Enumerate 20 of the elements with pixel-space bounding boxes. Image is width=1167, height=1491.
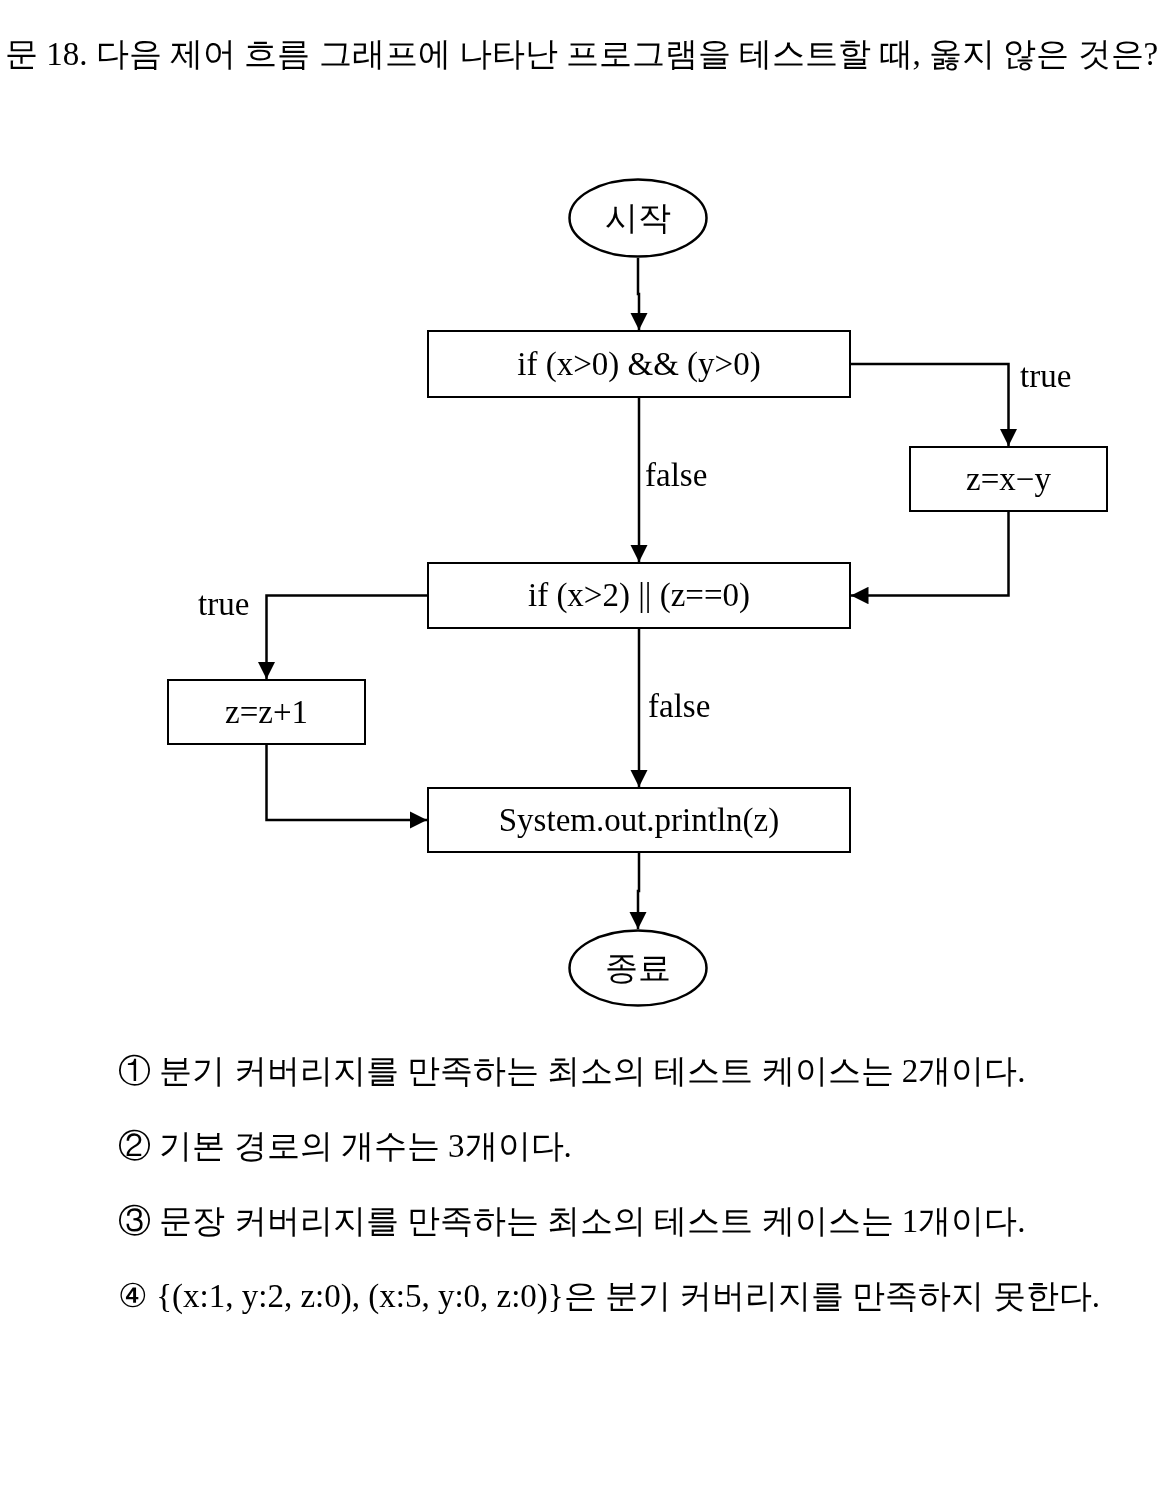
- arrow: [265, 745, 427, 829]
- answer-option: ② 기본 경로의 개수는 3개이다.: [118, 1109, 1163, 1184]
- answer-option: ④ {(x:1, y:2, z:0), (x:5, y:0, z:0)}은 분기 커버리지를 만족하지 못한다.: [118, 1259, 1163, 1334]
- answer-option: ③ 문장 커버리지를 만족하는 최소의 테스트 케이스는 1개이다.: [118, 1184, 1163, 1259]
- arrow: [630, 629, 648, 787]
- process-box: z=z+1: [167, 679, 366, 745]
- arrow: [629, 853, 647, 929]
- process-box: z=x−y: [909, 446, 1108, 512]
- arrow: [851, 512, 1010, 605]
- question-text: 문 18. 다음 제어 흐름 그래프에 나타난 프로그램을 테스트할 때, 옳지 않은 것은?: [5, 35, 1160, 74]
- terminal-oval: 종료: [568, 929, 708, 1007]
- process-box: System.out.println(z): [427, 787, 851, 853]
- answer-option: ① 분기 커버리지를 만족하는 최소의 테스트 케이스는 2개이다.: [118, 1034, 1163, 1109]
- arrow: [630, 258, 648, 330]
- process-box: if (x>2) || (z==0): [427, 562, 851, 629]
- arrow: [257, 594, 427, 679]
- arrow: [630, 398, 648, 562]
- terminal-oval: 시작: [568, 178, 708, 258]
- process-box: if (x>0) && (y>0): [427, 330, 851, 398]
- arrow: [851, 362, 1018, 446]
